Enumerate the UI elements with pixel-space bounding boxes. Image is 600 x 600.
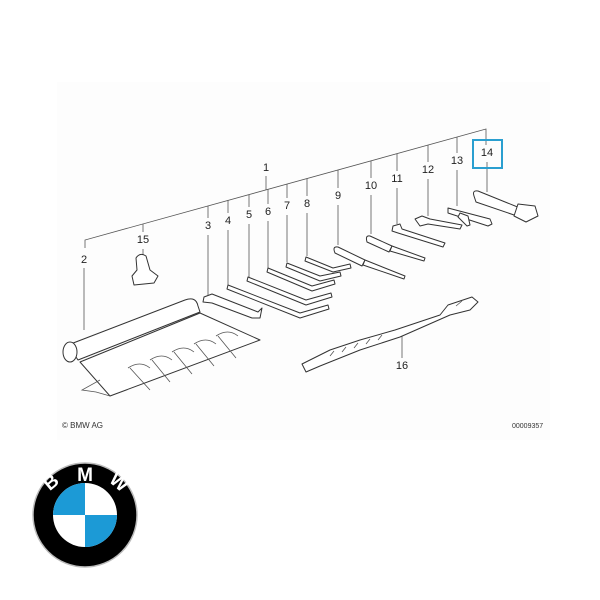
callout-7[interactable]: 7 <box>284 200 290 212</box>
tommy-bar-13 <box>447 207 493 227</box>
callout-14[interactable]: 14 <box>481 147 493 159</box>
callout-10[interactable]: 10 <box>365 180 377 192</box>
drawing-number: 00009357 <box>512 423 543 430</box>
callout-16[interactable]: 16 <box>396 360 408 372</box>
callout-13[interactable]: 13 <box>451 155 463 167</box>
callout-12[interactable]: 12 <box>422 164 434 176</box>
callout-4[interactable]: 4 <box>225 215 231 227</box>
tool-roll <box>62 298 261 397</box>
callout-8[interactable]: 8 <box>304 198 310 210</box>
plug-spanner-14 <box>473 190 539 223</box>
callout-5[interactable]: 5 <box>246 209 252 221</box>
screwdriver-9 <box>333 246 406 280</box>
highlight-box-14 <box>472 139 503 169</box>
copyright-text: © BMW AG <box>62 421 103 430</box>
hex-keys <box>226 256 352 319</box>
callout-1[interactable]: 1 <box>263 162 269 174</box>
callout-11[interactable]: 11 <box>391 173 402 185</box>
spanner-11 <box>391 223 446 248</box>
callout-15[interactable]: 15 <box>137 234 149 246</box>
callout-leaders <box>83 137 488 358</box>
svg-text:M: M <box>77 465 93 486</box>
clip-15 <box>131 253 159 286</box>
open-end-wrench-3 <box>202 293 263 319</box>
bmw-logo: B M W <box>32 462 138 568</box>
callout-6[interactable]: 6 <box>265 206 271 218</box>
leader-line <box>84 128 487 248</box>
box-wrench-12 <box>414 215 463 230</box>
wrench-bar-16 <box>301 296 479 373</box>
screwdriver-10 <box>365 235 426 262</box>
callout-2[interactable]: 2 <box>81 254 87 266</box>
callout-3[interactable]: 3 <box>205 220 211 232</box>
callout-9[interactable]: 9 <box>335 190 341 202</box>
